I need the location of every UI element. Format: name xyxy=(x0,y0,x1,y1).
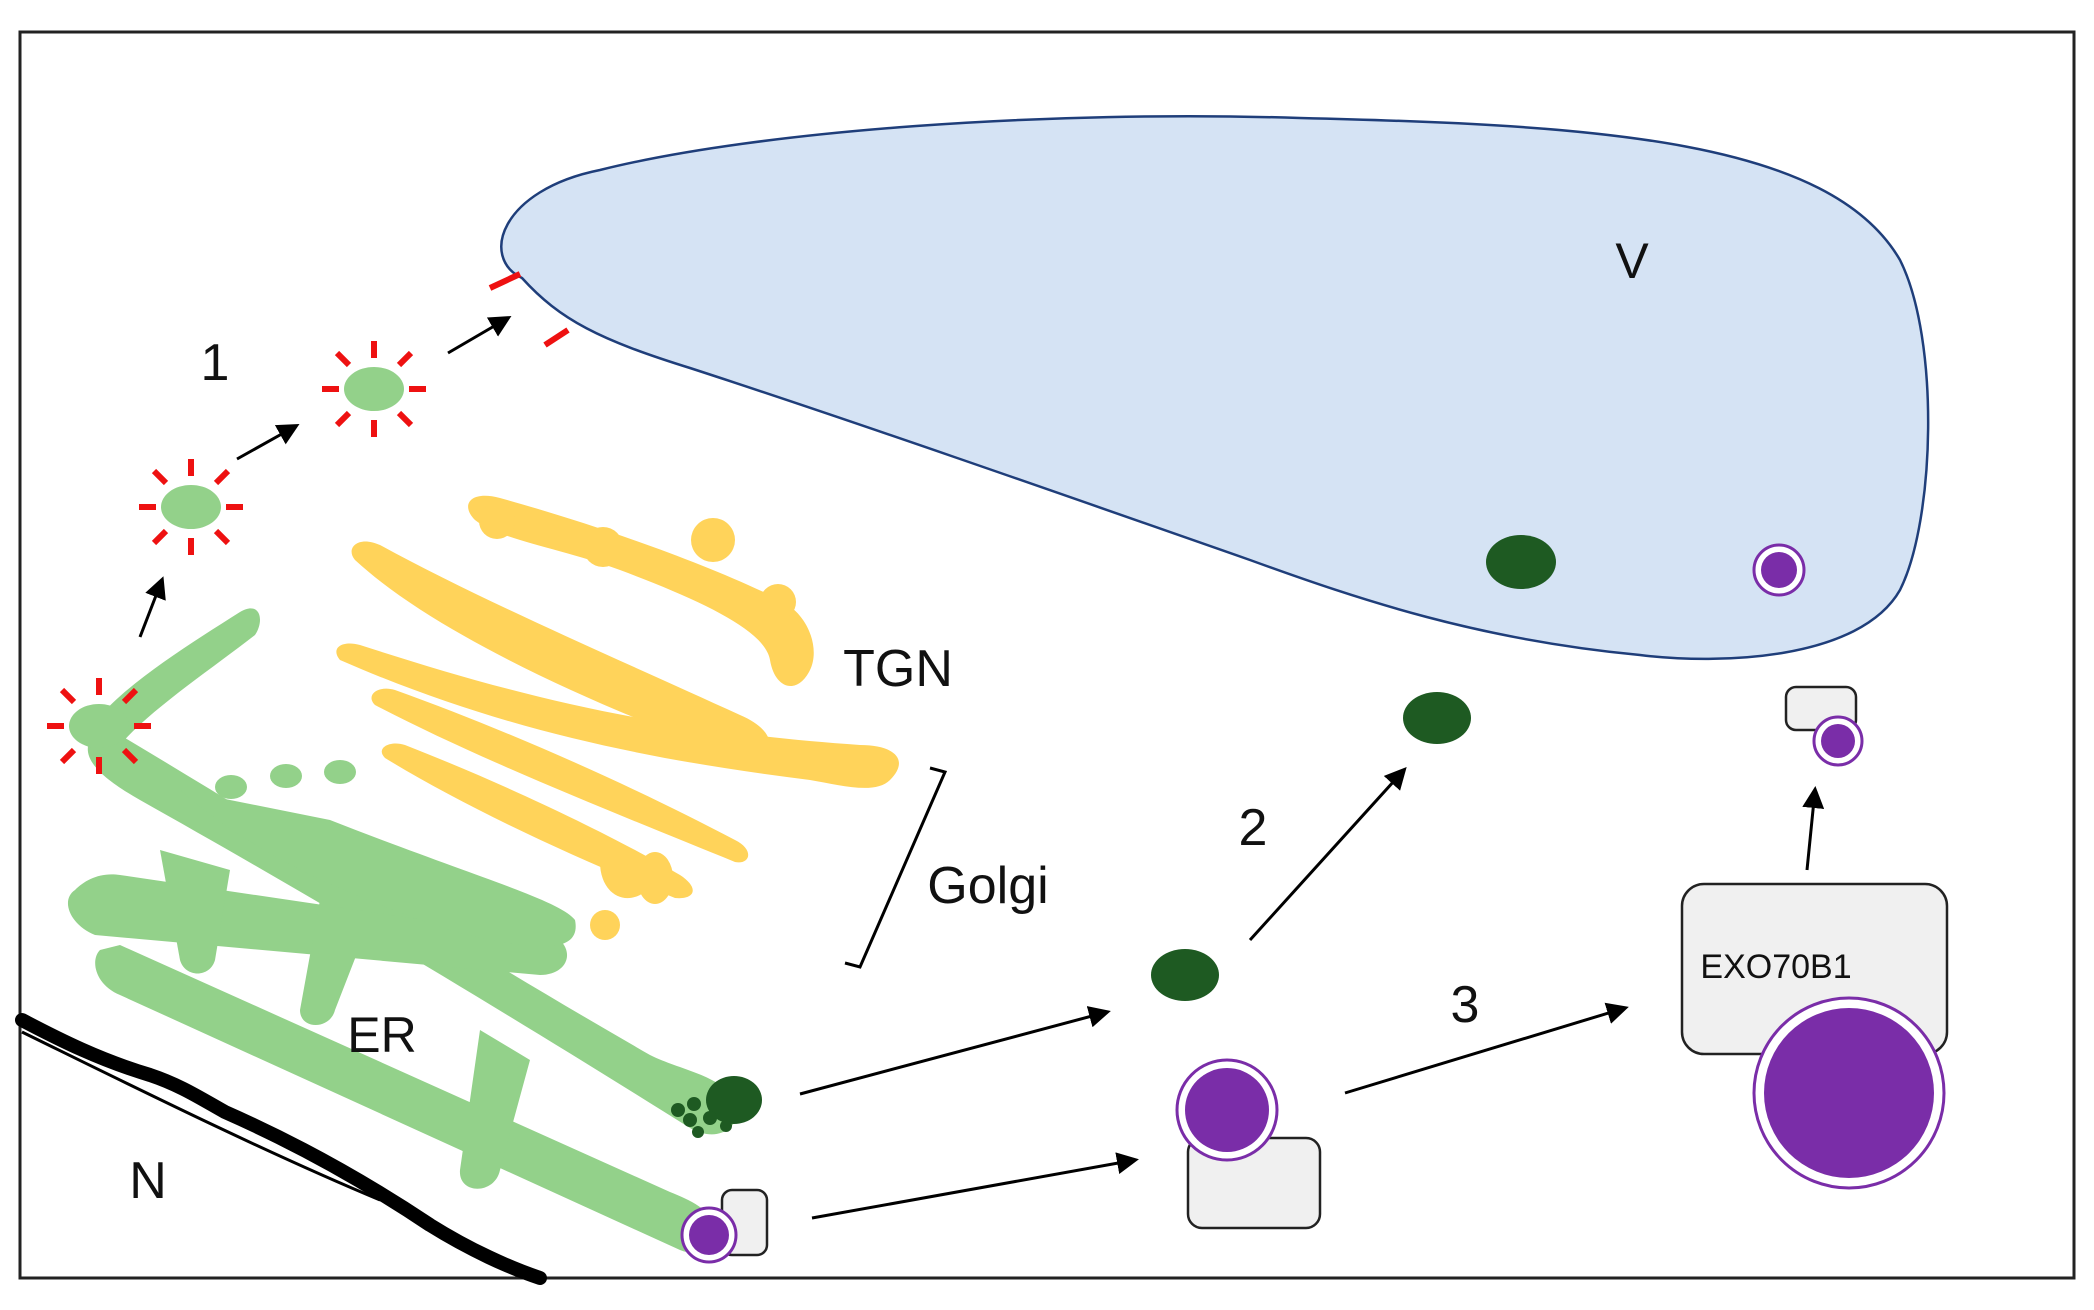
spiked-vesicle-spikes xyxy=(47,678,151,774)
nuclear-envelope-line xyxy=(15,1013,547,1285)
step-2-label: 2 xyxy=(1239,799,1268,857)
near-vacuole-purple-vesicle xyxy=(1821,724,1855,758)
pathway-1-arrow-c xyxy=(447,315,512,355)
er-dark-green-dot xyxy=(687,1097,701,1111)
golgi-apparatus xyxy=(336,495,899,940)
vacuole-neck-spike xyxy=(543,327,570,348)
exo70b1-label: EXO70B1 xyxy=(1700,948,1851,986)
vacuole-dark-green-cargo xyxy=(1486,535,1556,589)
pathway-2-arrow-b xyxy=(1248,767,1407,942)
er-dark-green-dot xyxy=(671,1103,685,1117)
er-exit-site-green-cargo xyxy=(671,1076,762,1138)
vacuole-purple-cargo xyxy=(1761,552,1797,588)
golgi-vesicle xyxy=(590,910,620,940)
er-dark-green-dot xyxy=(703,1111,717,1125)
er-lower-tubule xyxy=(95,945,716,1254)
spiked-vesicle-body xyxy=(344,367,404,411)
tgn-label: TGN xyxy=(843,640,953,698)
vacuole-neck-spike xyxy=(488,271,522,291)
golgi-cisterna-2 xyxy=(351,541,770,760)
pathway-2-vesicle xyxy=(1151,949,1219,1001)
er-purple-vesicle xyxy=(689,1215,729,1255)
er-small-vesicle xyxy=(270,764,302,788)
er-branch-1 xyxy=(160,850,230,974)
spiked-vesicle-body xyxy=(69,704,129,748)
golgi-label: Golgi xyxy=(927,857,1048,915)
pathway-3-purple-vesicle xyxy=(1185,1068,1269,1152)
golgi-bracket xyxy=(844,766,948,969)
er-label: ER xyxy=(347,1007,416,1063)
golgi-cisterna-5 xyxy=(381,743,693,899)
pathway-2-arrow-a xyxy=(799,1006,1111,1096)
golgi-cisterna-3 xyxy=(336,643,899,788)
pathway-3-arrow-b xyxy=(1344,1002,1629,1095)
er-small-vesicle xyxy=(324,760,356,784)
nuclear-envelope: N xyxy=(15,1013,547,1285)
nucleus-label: N xyxy=(129,1152,167,1210)
er-small-vesicle xyxy=(215,775,247,799)
er-branch-3 xyxy=(180,790,576,947)
golgi-vesicle xyxy=(691,518,735,562)
vacuole-label: V xyxy=(1615,233,1649,289)
spiked-vesicle-spikes xyxy=(322,341,426,437)
spiked-vesicle-body xyxy=(161,485,221,529)
pathway-3: 3 EXO70B1 xyxy=(811,685,1949,1230)
step-3-label: 3 xyxy=(1451,976,1480,1034)
step-1-label: 1 xyxy=(201,334,230,392)
spiked-vesicle xyxy=(322,341,426,437)
spiked-vesicle xyxy=(139,459,243,555)
pathway-1-arrow-b xyxy=(236,424,300,461)
pathway-3-arrow-c xyxy=(1802,786,1825,871)
golgi-bud xyxy=(583,527,623,567)
er-dark-green-dot xyxy=(683,1113,697,1127)
er-dark-green-dot xyxy=(692,1126,704,1138)
golgi-cisterna-4 xyxy=(371,688,749,863)
er-exit-site-purple-cargo xyxy=(680,1188,769,1264)
pathway-2-vesicle xyxy=(1403,692,1471,744)
spiked-vesicle-spikes xyxy=(139,459,243,555)
endoplasmic-reticulum: ER xyxy=(67,608,738,1254)
er-branch-4 xyxy=(459,1030,530,1189)
er-dark-green-vesicle xyxy=(706,1076,762,1124)
golgi-vesicle xyxy=(637,852,673,904)
golgi-cisterna-6 xyxy=(600,861,651,899)
vacuole: V xyxy=(488,115,1930,661)
golgi-cisterna-1 xyxy=(468,495,814,687)
er-branch-2 xyxy=(300,900,370,1025)
golgi-bud xyxy=(760,584,796,620)
pathway-2: 2 xyxy=(799,692,1471,1096)
pathway-1: 1 xyxy=(47,315,512,774)
nuclear-envelope-thin-line xyxy=(21,1030,381,1202)
er-dark-green-dot xyxy=(720,1120,732,1132)
er-upper-left-tubule xyxy=(85,608,260,745)
golgi-bud xyxy=(479,503,515,539)
vacuole-membrane xyxy=(500,115,1930,661)
spiked-vesicle xyxy=(47,678,151,774)
pathway-3-arrow-a xyxy=(811,1152,1139,1220)
pathway-1-arrow-a xyxy=(138,576,166,638)
exo70b1-purple-vesicle xyxy=(1764,1008,1934,1178)
